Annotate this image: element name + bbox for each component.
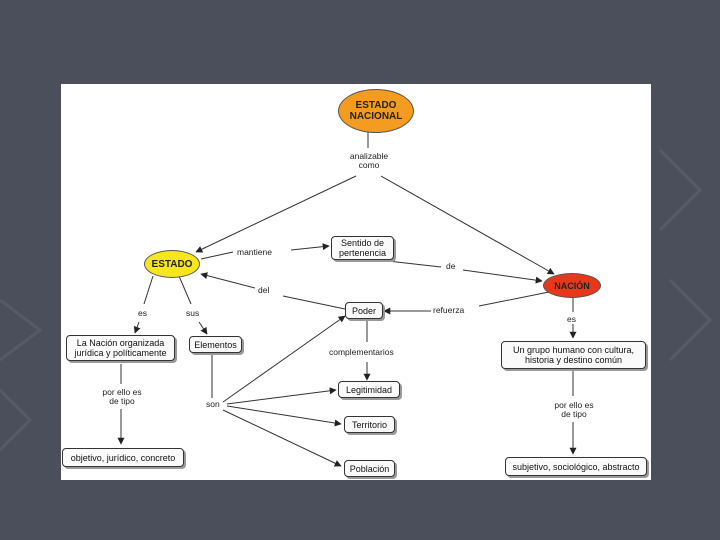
estado-node: ESTADO (144, 250, 200, 278)
link-label-mantiene: mantiene (237, 247, 272, 257)
link-label-sus: sus (186, 308, 200, 318)
link-label-refuerza: refuerza (433, 305, 465, 315)
grupo-humano-node: Un grupo humano con cultura, historia y … (501, 341, 646, 369)
nacion-node: NACIÓN (543, 273, 601, 298)
territorio-node: Territorio (344, 416, 395, 433)
sentido-pertenencia-node: Sentido de pertenencia (331, 236, 394, 260)
estado-nacional-node: ESTADO NACIONAL (338, 89, 414, 133)
concept-map-slide: ESTADO NACIONAL ESTADO NACIÓN Sentido de… (61, 84, 651, 480)
link-label-analizable-como: analizable como (349, 151, 389, 170)
link-label-es-nacion: es (567, 314, 576, 324)
link-label-de: de (446, 261, 456, 271)
connector-lines (117, 130, 577, 467)
poder-node: Poder (345, 302, 383, 319)
nacion-organizada-node: La Nación organizada jurídica y política… (66, 335, 175, 361)
link-label-por-ello-izq: por ello es de tipo (97, 388, 147, 406)
link-label-complementarios: complementarios (329, 347, 394, 357)
link-label-por-ello-der: por ello es de tipo (549, 401, 599, 419)
link-label-es-estado: es (138, 308, 147, 318)
subjetivo-node: subjetivo, sociológico, abstracto (505, 457, 647, 476)
poblacion-node: Población (344, 460, 395, 477)
link-label-son: son (206, 399, 220, 409)
link-label-del: del (258, 285, 270, 295)
legitimidad-node: Legitimidad (338, 381, 400, 398)
elementos-node: Elementos (189, 336, 242, 353)
objetivo-node: objetivo, jurídico, concreto (62, 448, 184, 467)
